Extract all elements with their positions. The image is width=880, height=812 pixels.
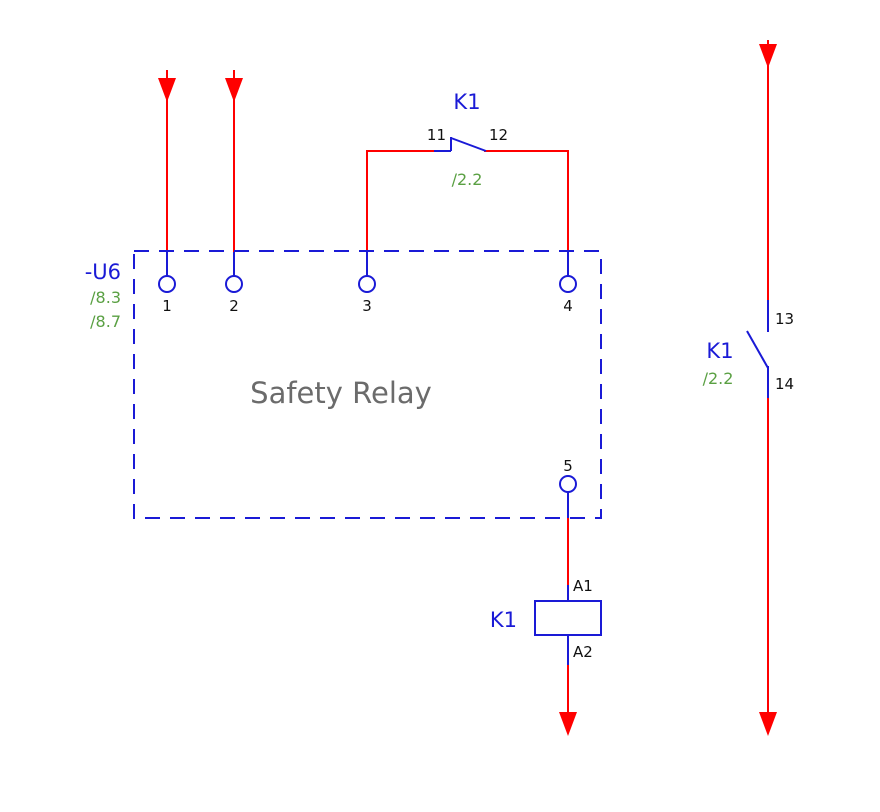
k1-nc-contact-ref[interactable]: /2.2 [452,170,483,189]
terminal-3-circle[interactable] [358,275,376,293]
k1-nc-pin-11: 11 [427,126,446,144]
arrow-down-right-bottom [759,712,777,736]
terminal-5-circle[interactable] [559,475,577,493]
k1-no-contact-symbol[interactable] [746,300,769,398]
arrow-down-terminal-1 [158,78,176,102]
k1-no-pin-13: 13 [775,310,794,328]
k1-no-pin-14: 14 [775,375,794,393]
k1-nc-contact-symbol[interactable] [434,137,487,152]
terminal-5-label: 5 [563,457,573,475]
k1-coil-symbol[interactable] [534,585,602,665]
safety-relay-box[interactable] [133,250,602,519]
terminal-1-circle[interactable] [158,275,176,293]
k1-coil-pin-a2: A2 [573,643,593,661]
safety-relay-ref-1[interactable]: /8.3 [90,288,121,307]
k1-nc-pin-12: 12 [489,126,508,144]
arrow-down-terminal-2 [225,78,243,102]
safety-relay-ref-2[interactable]: /8.7 [90,312,121,331]
terminal-4-label: 4 [563,297,573,315]
terminal-4-circle[interactable] [559,275,577,293]
arrow-down-right-top [759,44,777,68]
terminal-2-label: 2 [229,297,239,315]
terminal-3-label: 3 [362,297,372,315]
k1-coil-tag: K1 [490,608,517,632]
terminal-2-circle[interactable] [225,275,243,293]
terminal-1-label: 1 [162,297,172,315]
safety-relay-tag: -U6 [85,260,121,284]
wire-nc-contact-loop-right[interactable] [484,150,569,252]
relay-terminals [158,252,577,518]
arrows [158,44,777,736]
k1-no-contact-tag: K1 [706,339,733,363]
wire-nc-contact-loop[interactable] [366,150,434,252]
k1-nc-contact-tag: K1 [453,90,480,114]
arrow-down-coil-out [559,712,577,736]
safety-relay-label: Safety Relay [250,376,432,410]
k1-no-contact-ref[interactable]: /2.2 [703,369,734,388]
k1-coil-pin-a1: A1 [573,577,593,595]
